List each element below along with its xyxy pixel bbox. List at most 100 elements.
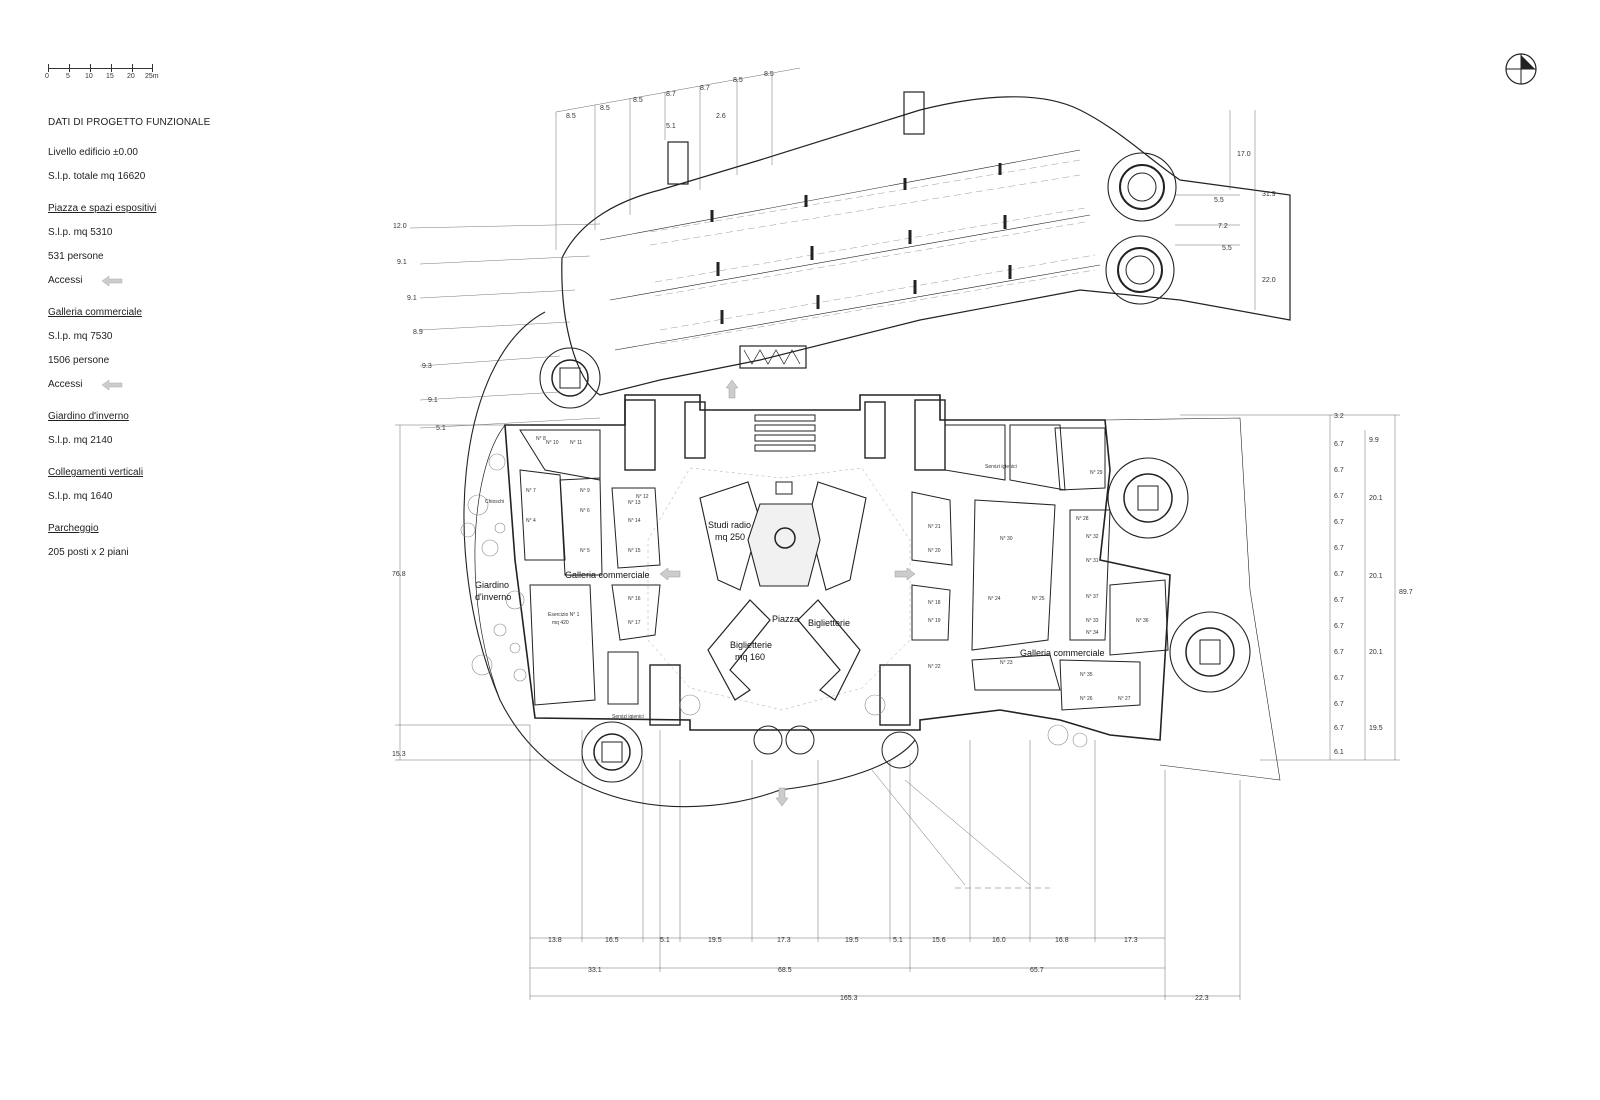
accessi-label: Accessi xyxy=(48,275,83,286)
dim-label: 22.0 xyxy=(1262,277,1276,284)
dim-label: 6.7 xyxy=(1334,571,1344,578)
label-biglietterie-right: Biglietterie xyxy=(808,618,850,628)
dim-label: 6.7 xyxy=(1334,623,1344,630)
dim-label: 15.3 xyxy=(392,751,406,758)
dim-label: 8.5 xyxy=(733,77,743,84)
plan-labels: Studi radio mq 250 Piazza Biglietterie m… xyxy=(392,71,1413,1002)
dim-label: 19.5 xyxy=(1369,725,1383,732)
scale-label: 0 xyxy=(45,73,49,80)
label-biglietterie-left-area: mq 160 xyxy=(735,652,765,662)
scale-tick xyxy=(152,64,153,72)
legend-heading-piazza: Piazza e spazi espositivi xyxy=(48,203,157,214)
dim-label: 20.1 xyxy=(1369,649,1383,656)
room-number: N° 21 xyxy=(928,524,941,530)
access-arrow-icon xyxy=(102,276,123,286)
legend-piazza-accessi: Accessi xyxy=(48,276,268,286)
legend-giardino-slp: S.l.p. mq 2140 xyxy=(48,435,113,446)
scale-tick xyxy=(90,64,91,72)
access-arrows xyxy=(659,379,916,807)
access-arrow-icon xyxy=(102,380,123,390)
legend-heading-collegamenti: Collegamenti verticali xyxy=(48,467,144,478)
room-number: N° 36 xyxy=(1136,618,1149,624)
room-number: N° 32 xyxy=(1086,534,1099,540)
dim-label: 15.6 xyxy=(932,937,946,944)
room-number: N° 33 xyxy=(1086,618,1099,624)
room-number: N° 17 xyxy=(628,620,641,626)
label-studi-radio: Studi radio xyxy=(708,520,751,530)
legend-piazza-persone: 531 persone xyxy=(48,251,104,262)
legend-parcheggio-posti: 205 posti x 2 piani xyxy=(48,547,129,558)
bottom-dims-row-3: 165.3 22.3 xyxy=(840,995,1209,1002)
dim-label: 5.1 xyxy=(436,425,446,432)
room-number: N° 9 xyxy=(580,488,590,494)
scale-tick xyxy=(48,64,49,72)
label-giardino-1: Giardino xyxy=(475,580,509,590)
label-esercizio-area: mq 420 xyxy=(552,620,569,626)
accessi-label: Accessi xyxy=(48,379,83,390)
dim-label: 7.2 xyxy=(1218,223,1228,230)
dim-label: 5.1 xyxy=(893,937,903,944)
main-building xyxy=(463,311,1281,808)
dim-label: 5.5 xyxy=(1214,197,1224,204)
scale-label: 5 xyxy=(66,73,70,80)
room-number: N° 11 xyxy=(570,440,582,446)
scale-label: 15 xyxy=(106,73,114,80)
room-number: N° 25 xyxy=(1032,596,1045,602)
scale-tick xyxy=(69,64,70,72)
dim-label: 5.1 xyxy=(660,937,670,944)
legend-galleria-accessi: Accessi xyxy=(48,380,268,390)
room-number: N° 22 xyxy=(928,664,941,670)
scale-label: 25m xyxy=(145,73,159,80)
dim-label: 5.1 xyxy=(666,123,676,130)
dim-label: 19.5 xyxy=(708,937,722,944)
dim-label: 20.1 xyxy=(1369,495,1383,502)
parking-right-dims: 17.0 31.9 5.5 7.2 5.5 22.0 xyxy=(1214,151,1276,284)
dim-label: 9.9 xyxy=(1369,437,1379,444)
scale-bar: 0 5 10 15 20 25m xyxy=(45,60,159,82)
dim-label: 22.3 xyxy=(1195,995,1209,1002)
room-number: N° 20 xyxy=(928,548,941,554)
dim-label: 6.7 xyxy=(1334,675,1344,682)
label-piazza: Piazza xyxy=(772,614,799,624)
dim-label: 9.1 xyxy=(428,397,438,404)
legend-slp-totale: S.l.p. totale mq 16620 xyxy=(48,171,146,182)
dim-label: 5.5 xyxy=(1222,245,1232,252)
parking-left-dims: 12.0 9.1 9.1 8.9 9.3 9.1 5.1 xyxy=(393,223,446,432)
legend-piazza-slp: S.l.p. mq 5310 xyxy=(48,227,113,238)
dim-label: 6.7 xyxy=(1334,597,1344,604)
room-number: N° 10 xyxy=(546,440,559,446)
dim-label: 9.1 xyxy=(397,259,407,266)
legend-collegamenti-slp: S.l.p. mq 1640 xyxy=(48,491,113,502)
dim-label: 16.8 xyxy=(1055,937,1069,944)
dim-label: 6.7 xyxy=(1334,493,1344,500)
room-number: N° 4 xyxy=(526,518,536,524)
dim-label: 89.7 xyxy=(1399,589,1413,596)
dim-label: 9.1 xyxy=(407,295,417,302)
label-servizi-left: Servizi igienici xyxy=(612,714,644,720)
label-giardino-2: d'inverno xyxy=(475,592,511,602)
legend-heading-giardino: Giardino d'inverno xyxy=(48,411,129,422)
dim-label: 8.5 xyxy=(764,71,774,78)
room-number: N° 26 xyxy=(1080,696,1093,702)
legend-heading-parcheggio: Parcheggio xyxy=(48,523,99,534)
scale-tick xyxy=(132,64,133,72)
scale-line xyxy=(48,68,152,69)
dim-label: 12.0 xyxy=(393,223,407,230)
dim-label: 31.9 xyxy=(1262,191,1276,198)
room-number: N° 23 xyxy=(1000,660,1013,666)
room-number: N° 19 xyxy=(928,618,941,624)
dim-label: 6.7 xyxy=(1334,545,1344,552)
legend-galleria-persone: 1506 persone xyxy=(48,355,110,366)
dim-label: 16.0 xyxy=(992,937,1006,944)
legend-panel: 0 5 10 15 20 25m DATI DI PROGETTO FUNZIO… xyxy=(45,60,268,558)
bottom-dims-row-2: 33.1 68.5 65.7 xyxy=(588,967,1044,974)
legend-heading-galleria: Galleria commerciale xyxy=(48,307,142,318)
room-number: N° 35 xyxy=(1080,672,1093,678)
right-dims: 3.2 6.7 6.7 6.7 6.7 6.7 6.7 6.7 6.7 6.7 … xyxy=(1334,413,1413,756)
dim-label: 6.7 xyxy=(1334,519,1344,526)
dim-label: 165.3 xyxy=(840,995,858,1002)
dim-label: 19.5 xyxy=(845,937,859,944)
dim-label: 8.7 xyxy=(700,85,710,92)
dim-label: 76.8 xyxy=(392,571,406,578)
